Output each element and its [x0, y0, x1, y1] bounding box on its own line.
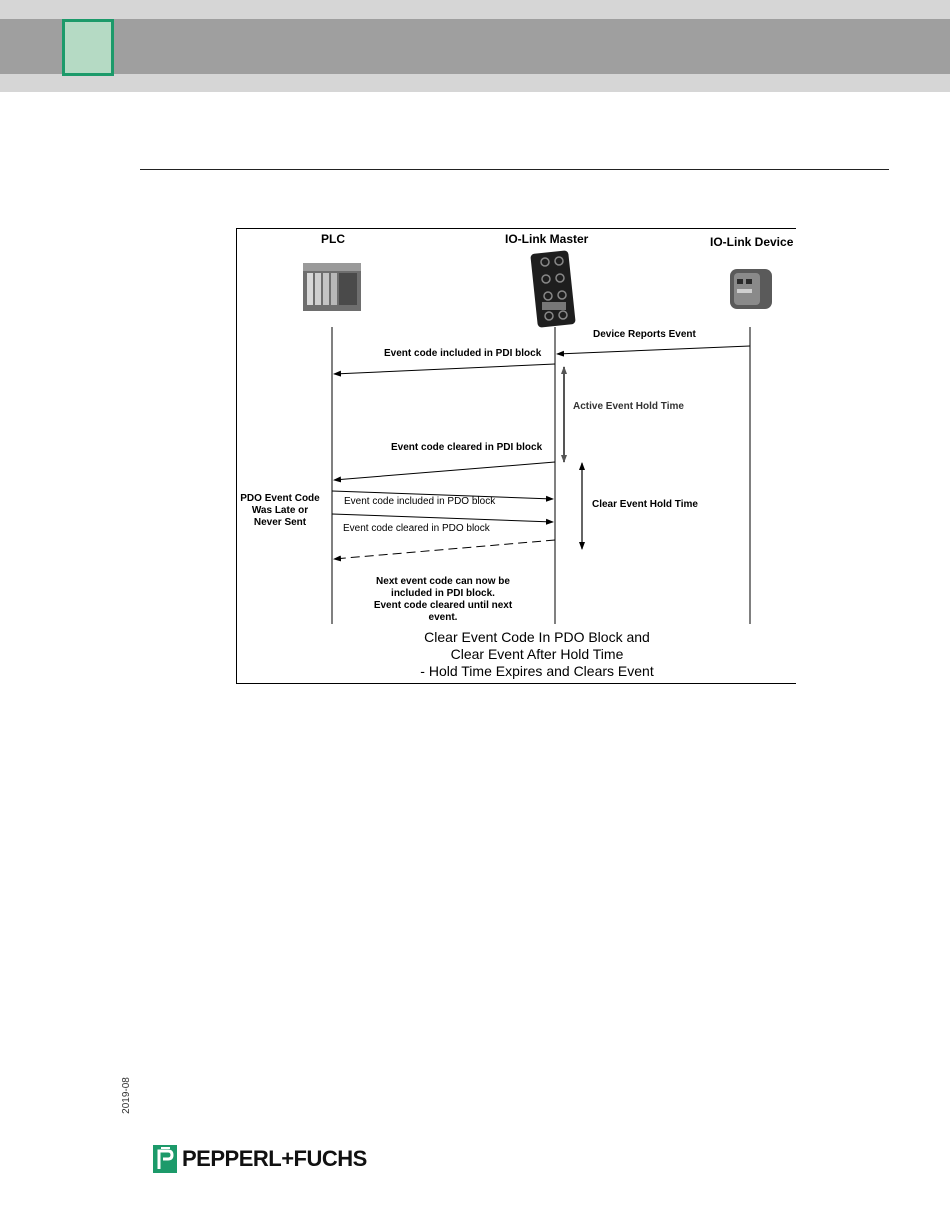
device-reports-label: Device Reports Event — [593, 329, 696, 340]
chapter-marker — [62, 19, 114, 76]
pdo-cleared-label: Event code cleared in PDO block — [343, 523, 490, 534]
next-note-line-3: Event code cleared until next — [373, 600, 513, 611]
brand-logo: PEPPERL+FUCHS — [153, 1144, 367, 1174]
next-note-line-2: included in PDI block. — [391, 588, 495, 599]
pdi-included-arrow — [333, 363, 556, 377]
next-note-line-4: event. — [428, 612, 458, 623]
pdo-included-arrow — [331, 490, 554, 502]
pdo-cleared-arrow — [331, 513, 554, 525]
pdo-late-note: PDO Event Code Was Late or Never Sent — [237, 493, 323, 529]
pdi-cleared-label: Event code cleared in PDI block — [391, 442, 543, 453]
active-hold-label: Active Event Hold Time — [573, 401, 684, 412]
iolink-master-icon — [530, 250, 576, 328]
lane-device-label: IO-Link Device — [710, 235, 794, 249]
pdo-late-line-3: Never Sent — [253, 517, 307, 528]
next-note-line-1: Next event code can now be — [376, 576, 510, 587]
section-rule — [140, 169, 889, 170]
lane-master-label: IO-Link Master — [505, 232, 589, 246]
diagram-caption: Clear Event Code In PDO Block and Clear … — [387, 629, 687, 680]
next-event-note: Next event code can now be included in P… — [353, 576, 533, 624]
brand-name: PEPPERL+FUCHS — [182, 1146, 367, 1171]
device-reports-arrow — [556, 345, 751, 357]
pdo-late-line-2: Was Late or — [251, 505, 309, 516]
clear-event-dashed-arrow — [333, 539, 556, 562]
lane-plc-label: PLC — [321, 232, 345, 246]
header-bar — [0, 19, 950, 74]
pdi-included-label: Event code included in PDI block — [384, 348, 542, 359]
brand-logo-icon — [153, 1145, 177, 1173]
caption-line-1: Clear Event Code In PDO Block and — [424, 629, 650, 645]
caption-line-2: Clear Event After Hold Time — [450, 646, 624, 662]
pdi-cleared-arrow — [333, 461, 556, 483]
pdo-included-label: Event code included in PDO block — [344, 496, 496, 507]
clear-hold-label: Clear Event Hold Time — [592, 499, 698, 510]
caption-line-3: - Hold Time Expires and Clears Event — [420, 663, 654, 679]
iolink-device-icon — [730, 269, 772, 309]
plc-icon — [303, 263, 361, 311]
diagram-graphics — [303, 250, 772, 624]
pdo-late-line-1: PDO Event Code — [240, 493, 320, 504]
event-sequence-diagram: PLC IO-Link Master IO-Link Device Device… — [236, 228, 796, 684]
document-date: 2019-08 — [120, 1077, 132, 1114]
